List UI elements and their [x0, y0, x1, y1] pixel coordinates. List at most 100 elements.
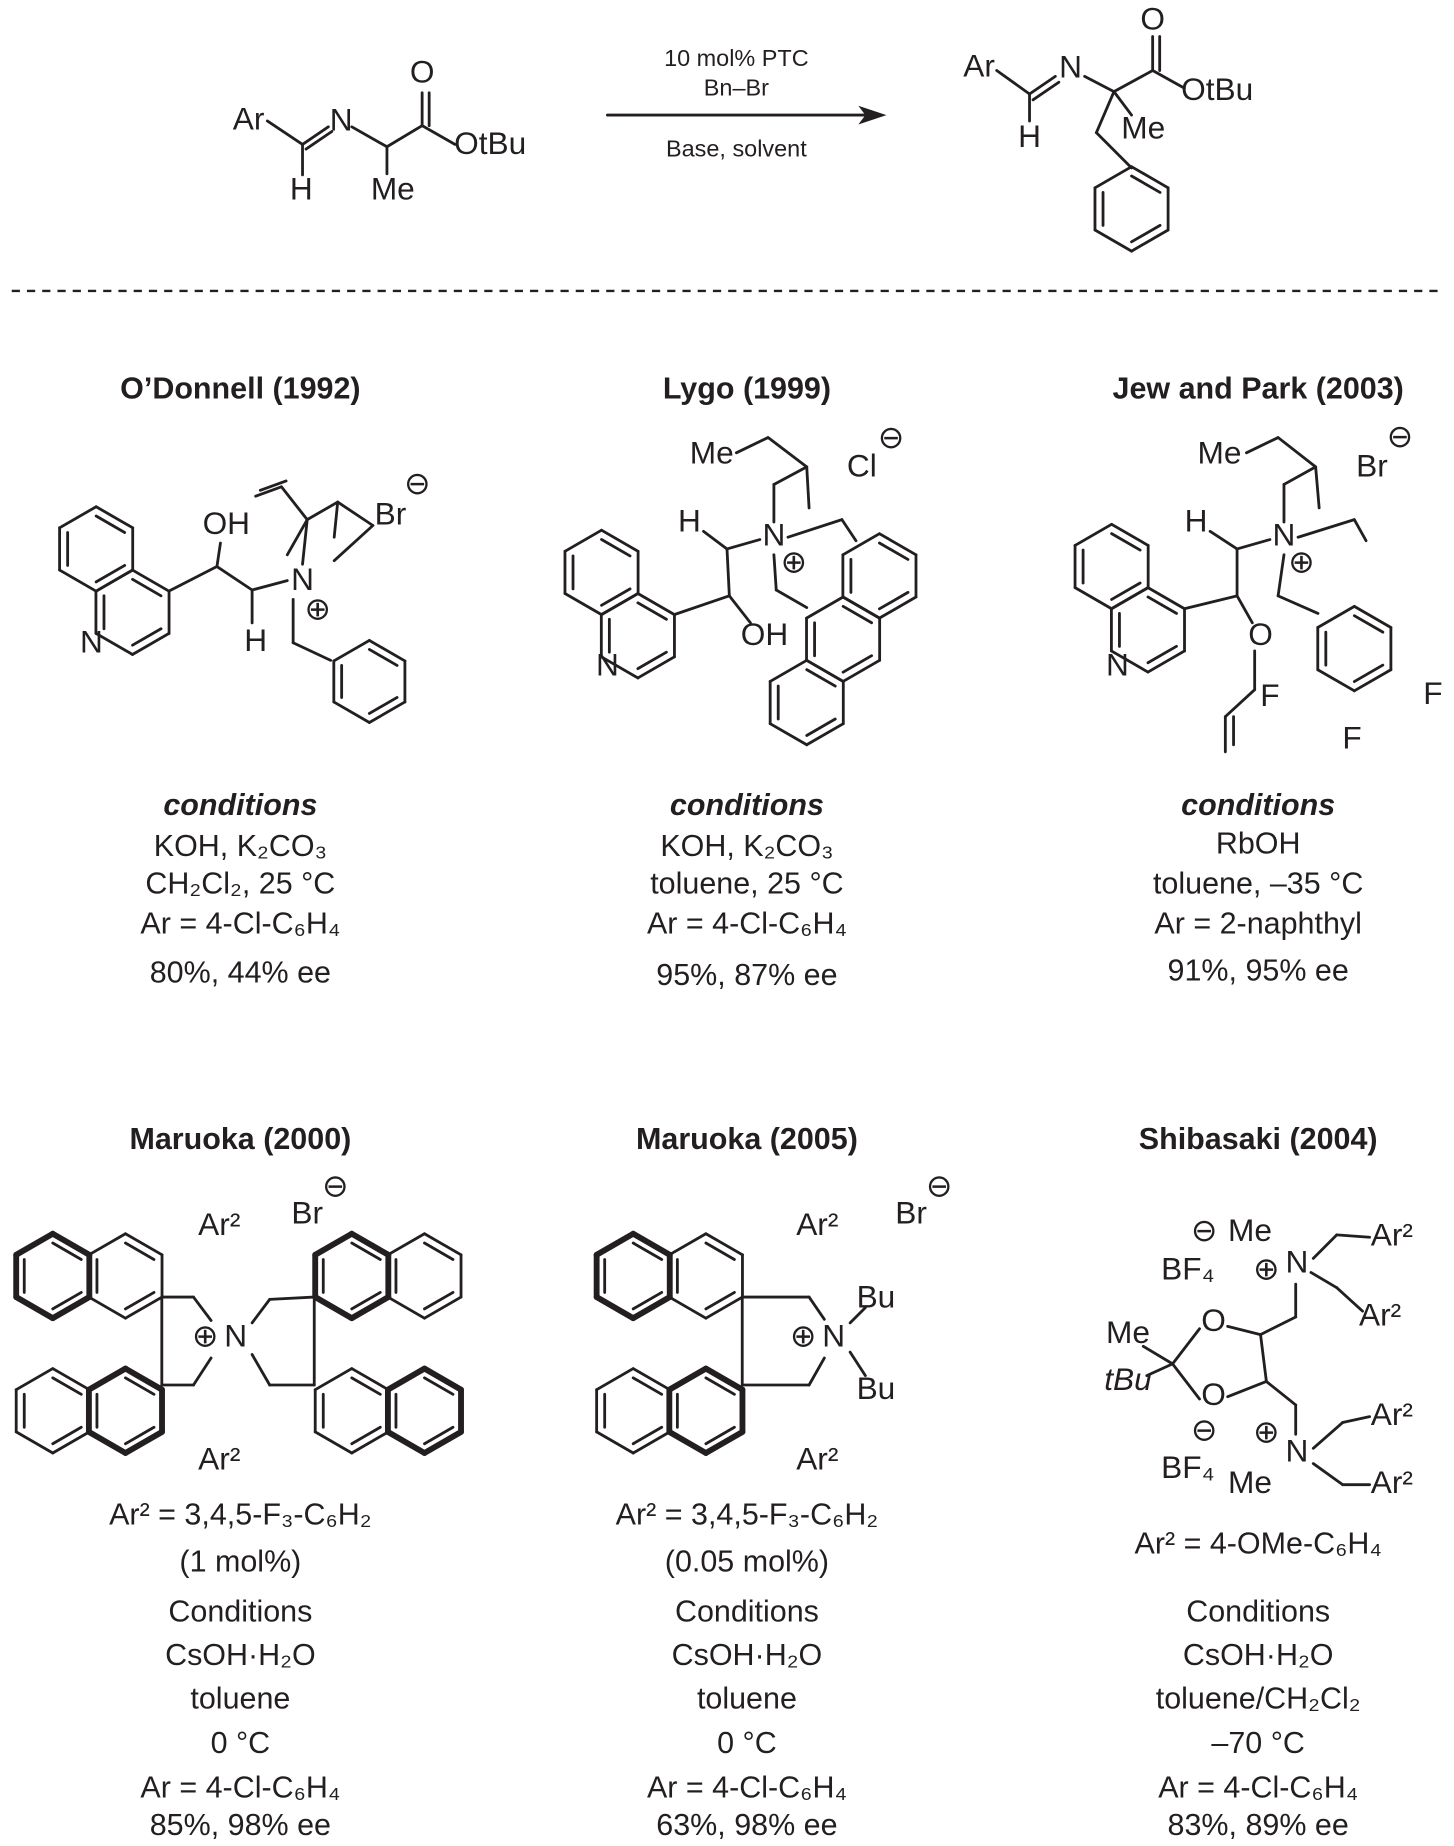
bond	[51, 1367, 91, 1392]
catalyst-title: O’Donnell (1992)	[120, 372, 360, 406]
bond	[631, 1367, 672, 1392]
bond	[595, 1367, 635, 1392]
bond	[1182, 594, 1239, 611]
bond	[1146, 586, 1186, 611]
condition-line: KOH, K₂CO₃	[154, 829, 327, 863]
atom-label: Br	[1356, 447, 1388, 483]
bond	[87, 1295, 127, 1320]
product: Ar N O OtBu H Me	[963, 1, 1253, 154]
bond	[49, 1230, 93, 1258]
atom-label: N	[1285, 1432, 1308, 1468]
condition-line: 0 °C	[211, 1726, 271, 1760]
bond	[1276, 436, 1318, 469]
bond	[1352, 614, 1385, 634]
condition-line: toluene/CH₂Cl₂	[1156, 1681, 1361, 1715]
substrate: Ar N O OtBu H Me	[233, 53, 526, 206]
atom-label: H	[1185, 503, 1208, 539]
reagent-label: Bn–Br	[704, 74, 769, 100]
atom-label: N	[330, 101, 353, 137]
bond	[94, 631, 134, 656]
charge: ⊕	[1253, 1251, 1280, 1287]
catalyst-lygo: Lygo (1999) Me Cl ⊖ H N ⊕ OH N condition…	[596, 372, 904, 992]
atom-label: O	[1201, 1376, 1226, 1412]
bond	[423, 1291, 455, 1311]
bond	[285, 518, 309, 557]
charge: ⊖	[404, 465, 431, 501]
atom-label: N	[291, 561, 314, 597]
bond	[878, 590, 910, 611]
bond	[304, 130, 334, 151]
bond	[305, 500, 340, 522]
bond	[250, 1297, 272, 1325]
bond	[1226, 1380, 1268, 1399]
bond	[301, 125, 330, 146]
bond	[1208, 529, 1239, 551]
bond	[13, 1294, 56, 1322]
bond	[631, 1241, 664, 1261]
catalyst-jew-park: Jew and Park (2003) Me Br ⊖ H N ⊕ O N F …	[1106, 372, 1443, 988]
bond	[94, 505, 135, 530]
bond	[350, 125, 389, 149]
atom-label: H	[678, 503, 701, 539]
result-line: 80%, 44% ee	[150, 956, 331, 990]
bond	[1171, 1327, 1201, 1366]
atom-label: N	[1273, 517, 1296, 553]
bond	[124, 1295, 164, 1320]
bond	[599, 655, 640, 680]
condition-line: toluene, –35 °C	[1153, 867, 1363, 901]
catalyst-title: Shibasaki (2004)	[1139, 1122, 1378, 1156]
bond	[423, 1295, 463, 1320]
bond	[13, 1230, 56, 1258]
bond	[667, 1295, 708, 1320]
bond	[672, 594, 731, 617]
bond	[841, 604, 874, 625]
bond	[367, 648, 399, 667]
bond	[350, 1367, 390, 1392]
bond	[313, 1367, 354, 1392]
bond	[1028, 74, 1057, 96]
bond	[1073, 586, 1114, 611]
bond	[805, 668, 837, 688]
bond	[250, 579, 289, 592]
bond	[312, 1294, 355, 1322]
bond	[280, 485, 309, 522]
condition-line: Conditions	[168, 1595, 312, 1629]
bond	[51, 1430, 91, 1455]
atom-label: O	[1140, 1, 1165, 37]
bond	[772, 465, 809, 486]
bond	[14, 1430, 55, 1455]
atom-label: F	[1342, 719, 1361, 755]
charge: ⊕	[1253, 1414, 1280, 1450]
bond	[124, 1241, 156, 1261]
atom-label: OH	[203, 505, 250, 541]
bond	[51, 1241, 83, 1261]
catalyst-title: Maruoka (2000)	[129, 1122, 351, 1156]
bond	[636, 601, 668, 621]
bond	[215, 565, 254, 592]
charge: ⊖	[1191, 1411, 1218, 1447]
catalyst-maruoka-2005: Maruoka (2005) Ar² Br ⊖ Bu ⊕ N Bu Ar² Ar…	[616, 1122, 953, 1842]
bond	[666, 1428, 709, 1456]
bond	[841, 532, 881, 557]
catalyst-shibasaki: Shibasaki (2004) ⊖ Me BF₄ ⊕ N Ar² Ar² O …	[1104, 1122, 1413, 1842]
condition-line: (1 mol%)	[179, 1544, 301, 1578]
bond	[51, 1291, 83, 1311]
bond	[350, 1241, 382, 1261]
bond	[807, 1295, 826, 1321]
bond	[421, 1365, 464, 1393]
bond	[1352, 518, 1368, 543]
charge: ⊖	[1191, 1212, 1218, 1248]
bond	[386, 1295, 426, 1320]
bond	[94, 568, 134, 593]
bond	[593, 1294, 637, 1322]
bond	[94, 514, 127, 534]
condition-line: CH₂Cl₂, 25 °C	[145, 867, 335, 901]
condition-line: Ar² = 3,4,5-F₃-C₆H₂	[109, 1497, 372, 1531]
atom-label: Ar²	[198, 1206, 240, 1242]
atom-label: O	[1248, 616, 1273, 652]
bond	[848, 1350, 867, 1378]
bond	[124, 1425, 156, 1446]
bond	[1112, 69, 1155, 94]
condition-line: toluene	[190, 1681, 290, 1715]
atom-label: Ar²	[796, 1206, 838, 1242]
